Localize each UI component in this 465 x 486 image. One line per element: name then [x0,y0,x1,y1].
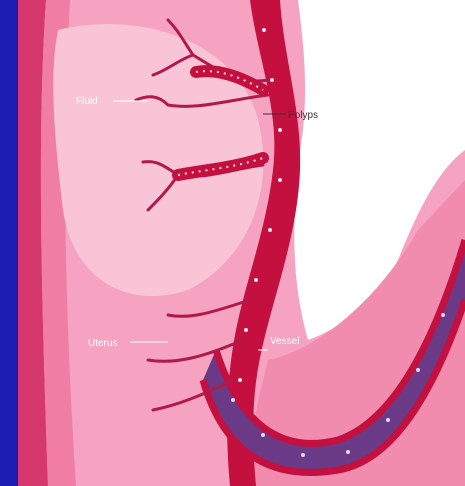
label-fluid: Fluid [76,96,98,107]
label-uterus: Uterus [88,338,117,349]
label-vessel: Vessel [270,336,299,347]
label-polyps: Polyps [288,110,318,121]
anatomy-diagram: Fluid Polyps Uterus Vessel [18,0,465,486]
medical-illustration: Fluid Polyps Uterus Vessel [18,0,465,486]
